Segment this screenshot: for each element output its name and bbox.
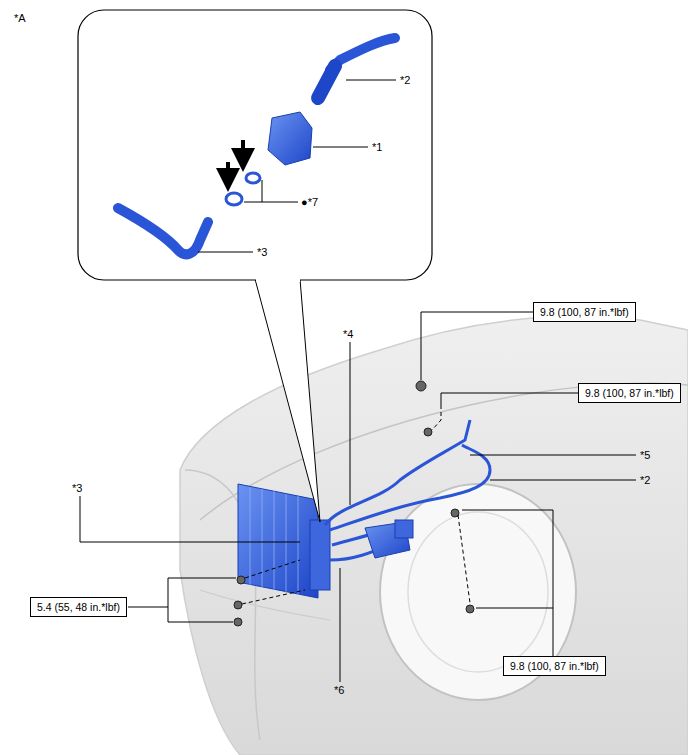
callout-number: *4 (343, 328, 353, 340)
callout-leaders (80, 342, 636, 682)
torque-box: 5.4 (55, 48 in.*lbf) (30, 597, 127, 617)
torque-leaders (128, 312, 578, 656)
callout-number: *2 (400, 74, 410, 86)
callout-number: *1 (372, 141, 382, 153)
callout-number: *3 (72, 482, 82, 494)
torque-box: 9.8 (100, 87 in.*lbf) (533, 302, 636, 322)
compressor (365, 520, 413, 558)
torque-box: 9.8 (100, 87 in.*lbf) (503, 656, 606, 676)
callout-number: *5 (640, 449, 650, 461)
torque-value: 9.8 (100, 87 in.*lbf) (510, 660, 599, 672)
torque-value: 9.8 (100, 87 in.*lbf) (540, 306, 629, 318)
car-outline (180, 316, 688, 755)
torque-value: 9.8 (100, 87 in.*lbf) (585, 387, 674, 399)
callout-number: *3 (257, 246, 267, 258)
callout-number: *6 (334, 684, 344, 696)
view-label: *A (14, 12, 26, 24)
torque-value: 5.4 (55, 48 in.*lbf) (37, 601, 120, 613)
callout-number: *2 (640, 474, 650, 486)
torque-box: 9.8 (100, 87 in.*lbf) (578, 383, 681, 403)
bolts (234, 381, 474, 626)
zoom-inset (78, 10, 432, 522)
callout-number: ●*7 (301, 196, 318, 208)
